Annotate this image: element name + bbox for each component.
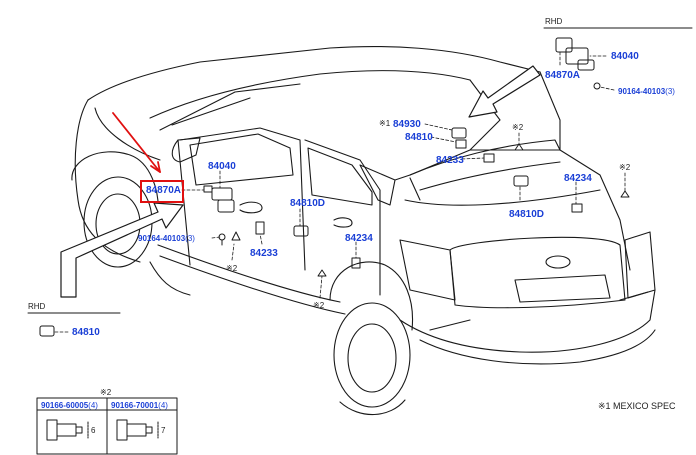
part-number: 90164-40103	[138, 234, 186, 243]
part-label-84870a-rhd[interactable]: 84870A	[545, 70, 581, 81]
part-label-84234[interactable]: 84234	[345, 233, 373, 244]
mark2-lower: ※2	[313, 301, 325, 310]
hollow-arrow-rear	[468, 65, 541, 118]
highlight-box-84870a	[140, 180, 184, 203]
part-icons	[39, 37, 630, 337]
part-qty: (3)	[185, 234, 195, 243]
vehicle-body-outline	[71, 46, 656, 416]
clip-part-90166-60005[interactable]: 90166-60005(4)	[41, 400, 98, 411]
part-label-84870a[interactable]: 84870A	[146, 185, 182, 196]
rhd-left-label: RHD	[28, 302, 46, 311]
clip-part-90166-70001[interactable]: 90166-70001(4)	[111, 400, 168, 411]
part-qty: (4)	[88, 401, 98, 410]
part-qty: (3)	[665, 87, 675, 96]
part-label-84810-rhd[interactable]: 84810	[72, 327, 100, 338]
red-callout-arrow	[112, 112, 161, 173]
part-number: 90166-70001	[111, 401, 159, 410]
leader-lines	[53, 51, 626, 333]
mexico-spec-note: ※1 MEXICO SPEC	[598, 401, 676, 411]
part-label-84234-rear[interactable]: 84234	[564, 173, 592, 184]
part-label-84810[interactable]: 84810	[405, 132, 433, 143]
part-label-84233[interactable]: 84233	[250, 248, 278, 259]
part-label-84040[interactable]: 84040	[208, 161, 236, 172]
mark1-84930: ※1	[379, 119, 391, 128]
part-label-84930[interactable]: 84930	[393, 119, 421, 130]
part-qty: (4)	[158, 401, 168, 410]
part-label-84810d[interactable]: 84810D	[290, 198, 326, 209]
part-label-84810d-rear[interactable]: 84810D	[509, 209, 545, 220]
part-label-84040-rhd[interactable]: 84040	[611, 51, 639, 62]
clip-dim-7: 7	[161, 426, 166, 435]
part-label-90164-40103[interactable]: 90164-40103(3)	[138, 233, 195, 244]
clip-box	[36, 397, 178, 455]
mark2-rear-top: ※2	[512, 123, 524, 132]
part-number: 90164-40103	[618, 87, 666, 96]
mark2-box-label: ※2	[100, 388, 112, 397]
part-label-90164-40103-rhd[interactable]: 90164-40103(3)	[618, 86, 675, 97]
clip-dim-6: 6	[91, 426, 96, 435]
part-number: 90166-60005	[41, 401, 89, 410]
hollow-arrow-front	[60, 202, 184, 298]
mark2-rear-right: ※2	[619, 163, 631, 172]
part-label-84233-rear[interactable]: 84233	[436, 155, 464, 166]
mark2-main: ※2	[226, 264, 238, 273]
rhd-top-label: RHD	[545, 17, 563, 26]
